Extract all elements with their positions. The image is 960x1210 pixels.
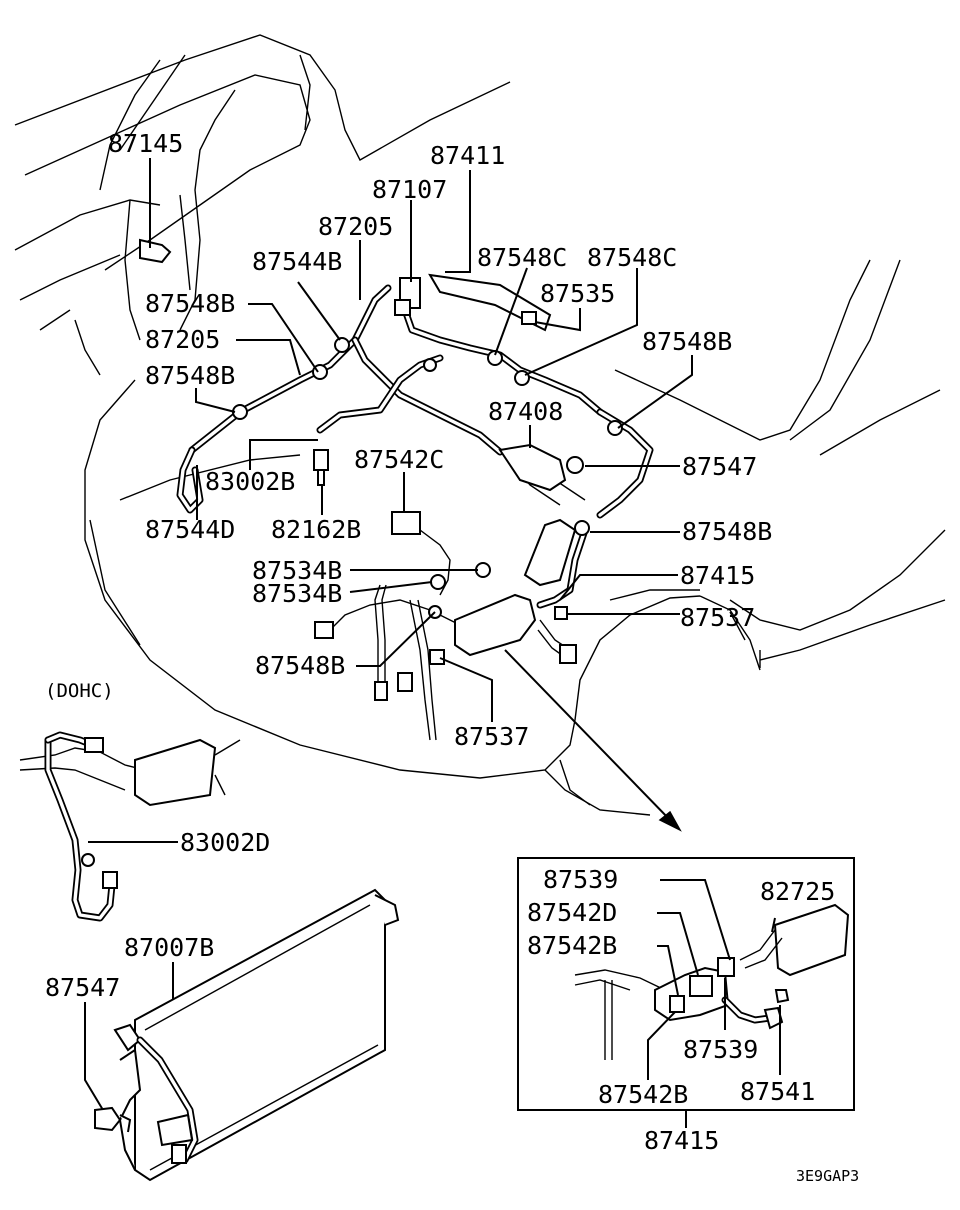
detail-inset [517,857,855,1128]
label-87544B: 87544B [252,247,342,276]
label-83002D: 83002D [180,828,270,857]
label-87408: 87408 [488,397,563,426]
inset-title: 87415 [644,1126,719,1155]
diagram-code: 3E9GAP3 [796,1167,859,1185]
label-87537-right: 87537 [680,603,755,632]
label-87548B-left1: 87548B [145,289,235,318]
inset-label-87539-top: 87539 [543,865,618,894]
label-87415-main: 87415 [680,561,755,590]
inset-label-87542B-bottom: 87542B [598,1080,688,1109]
inset-label-82725: 82725 [760,877,835,906]
inset-label-87539-bottom: 87539 [683,1035,758,1064]
radiator-subdiagram [94,888,400,1182]
label-87411: 87411 [430,141,505,170]
label-87534B-1: 87534B [252,556,342,585]
dohc-label: (DOHC) [45,680,114,702]
label-87007B: 87007B [124,933,214,962]
label-87145: 87145 [108,129,183,158]
label-87548B-right: 87548B [642,327,732,356]
inset-label-87542D: 87542D [527,898,617,927]
label-87548C-1: 87548C [477,243,567,272]
label-87548C-2: 87548C [587,243,677,272]
label-87548B-low: 87548B [255,651,345,680]
dohc-subdiagram [19,731,241,922]
part-labels: 87145 87411 87107 87205 87544B 87548C 87… [45,129,772,1002]
label-87537-low: 87537 [454,722,529,751]
label-87534B-2: 87534B [252,579,342,608]
detail-arrow [504,649,682,832]
label-87205-top: 87205 [318,212,393,241]
label-87548B-left2: 87548B [145,361,235,390]
label-87205-left: 87205 [145,325,220,354]
label-87535: 87535 [540,279,615,308]
inset-label-87541: 87541 [740,1077,815,1106]
label-87547-top: 87547 [682,452,757,481]
label-87542C: 87542C [354,445,444,474]
label-82162B: 82162B [271,515,361,544]
label-87107: 87107 [372,175,447,204]
car-body-outline [14,34,946,816]
label-87544D: 87544D [145,515,235,544]
label-87547-bottom: 87547 [45,973,120,1002]
label-87548B-mid: 87548B [682,517,772,546]
leader-lines [84,158,693,1130]
label-83002B: 83002B [205,467,295,496]
inset-labels: 87539 82725 87542D 87542B 87539 87542B 8… [527,865,835,1155]
inset-label-87542B-left: 87542B [527,931,617,960]
